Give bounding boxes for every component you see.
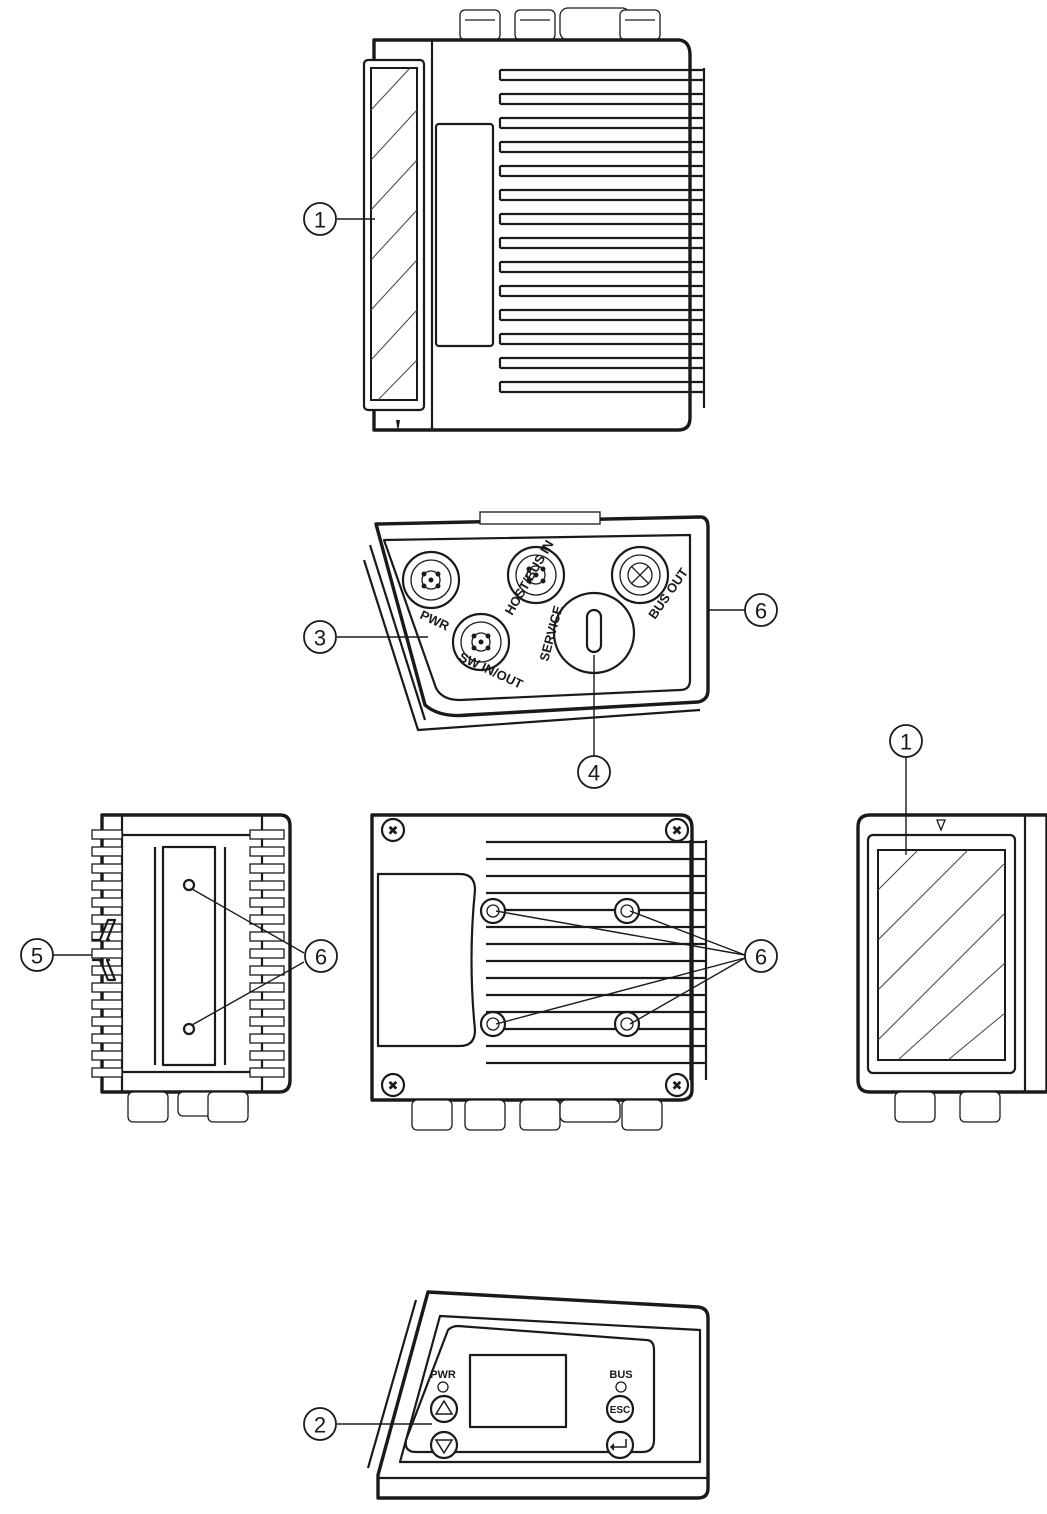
window-hatch [370,67,418,401]
svg-text:1: 1 [900,730,912,755]
callout-mount-right: 6 [744,593,778,627]
svg-text:6: 6 [755,945,767,970]
label-service: SERVICE [536,604,565,663]
left-fins [91,829,123,1078]
label-sw-in-out: SW IN/OUT [457,649,526,692]
connector-pwr [401,550,461,610]
svg-text:2: 2 [314,1413,326,1438]
view-display-panel: PWR BUS ESC 2 [303,1290,710,1500]
svg-text:✖: ✖ [388,1078,399,1093]
down-button[interactable] [429,1430,459,1460]
callout-mount-left: 6 [304,939,338,973]
view-connector-panel: PWR HOST/BUS IN BUS OUT SW IN/OUT SERVIC… [303,511,778,789]
callout-window-top: 1 [303,202,337,236]
up-button[interactable] [429,1394,459,1424]
corner-screws: ✖ ✖ ✖ ✖ [380,817,690,1098]
right-fins [249,829,285,1078]
connector-bus-out [610,545,670,605]
svg-text:✖: ✖ [672,823,683,838]
callout-service-cap: 4 [577,755,611,789]
svg-text:✖: ✖ [672,1078,683,1093]
window-hatch-right [877,849,1006,1061]
view-top-side: 1 [303,7,706,432]
view-right-front: 1 [856,724,1047,1123]
connector-sw-in-out [451,612,511,672]
svg-text:5: 5 [31,944,43,969]
svg-text:4: 4 [588,761,600,786]
label-pwr: PWR [418,607,452,634]
enter-button[interactable] [605,1430,635,1460]
svg-text:3: 3 [314,626,326,651]
label-host-bus-in: HOST/BUS IN [502,537,557,617]
top-connectors [459,7,661,41]
callout-window-right: 1 [889,724,923,758]
callout-side-feature: 5 [20,938,54,972]
svg-text:ESC: ESC [610,1405,631,1416]
cooling-fins [498,68,706,408]
esc-button[interactable]: ESC [605,1394,635,1424]
led-label-bus: BUS [609,1369,632,1381]
callout-mount-center: 6 [744,939,778,973]
mount-holes [479,897,641,1038]
connector-host-bus-in [506,545,566,605]
callout-connector-panel: 3 [303,620,337,654]
svg-text:6: 6 [755,599,767,624]
view-center-back: ✖ ✖ ✖ ✖ 6 [370,813,778,1131]
svg-text:✖: ✖ [388,823,399,838]
view-left-side: 6 5 [20,813,338,1123]
led-label-pwr: PWR [430,1369,456,1381]
svg-text:1: 1 [314,208,326,233]
callout-display-panel: 2 [303,1407,337,1441]
svg-text:6: 6 [315,945,327,970]
center-fins [486,840,708,1080]
